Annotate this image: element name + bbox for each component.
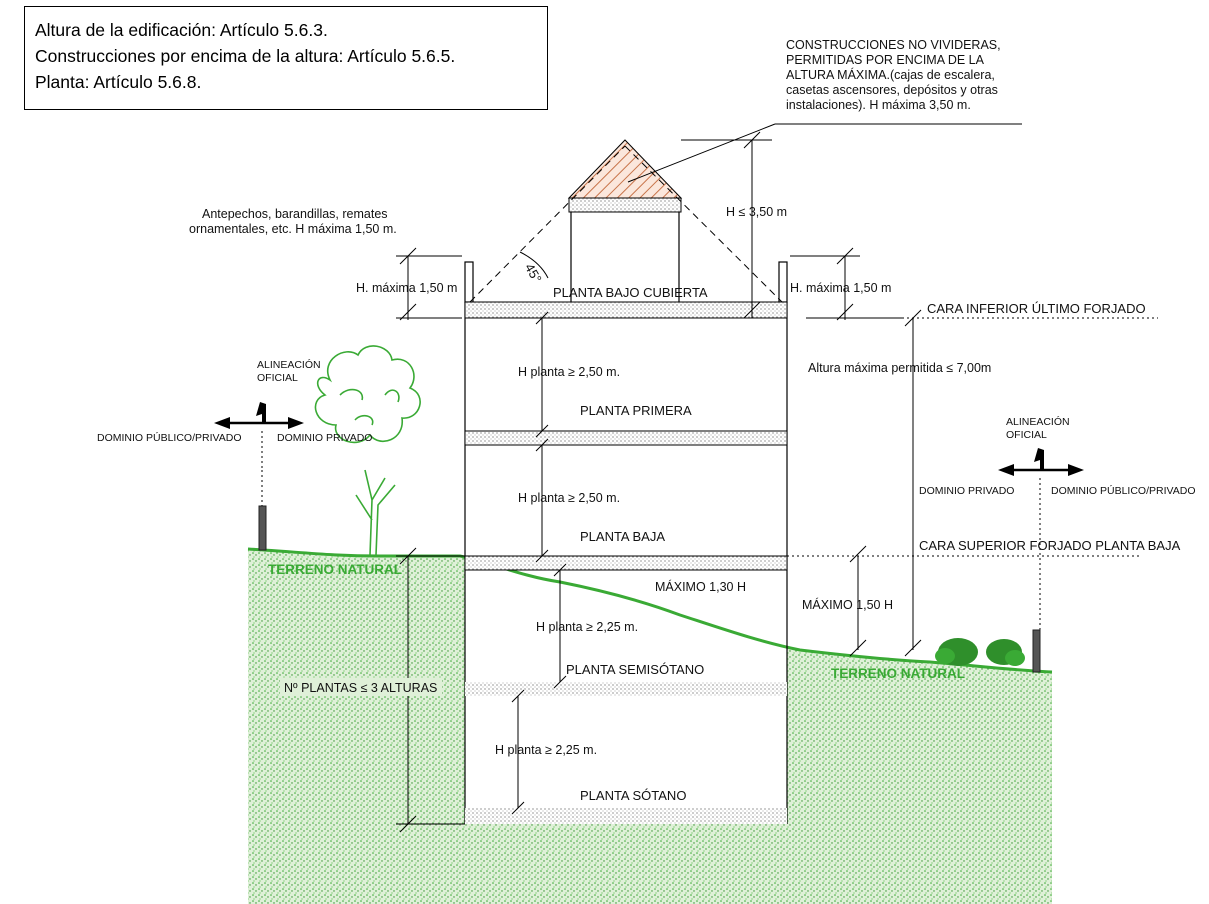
dim-parapet-right-tick-bottom xyxy=(836,303,854,321)
dim-h-primera-tick-bottom xyxy=(535,424,549,438)
alignment-right-privado: DOMINIO PRIVADO xyxy=(919,485,1014,497)
alignment-left-title-1: ALINEACIÓN xyxy=(257,358,321,371)
alignment-right-symbol xyxy=(998,448,1084,673)
slab-primera xyxy=(464,430,788,446)
cara-superior-label: CARA SUPERIOR FORJADO PLANTA BAJA xyxy=(919,538,1181,553)
dim-h-baja-tick-top xyxy=(535,438,549,452)
alignment-left-publico: DOMINIO PÚBLICO/PRIVADO xyxy=(97,431,242,444)
roof-note: CONSTRUCCIONES NO VIVIDERAS, PERMITIDAS … xyxy=(786,38,1001,112)
floor-baja: PLANTA BAJA xyxy=(580,529,665,544)
dim-max-150-tick-bottom xyxy=(849,639,867,657)
h-semisotano-label: H planta ≥ 2,25 m. xyxy=(536,620,638,634)
fence-post-left xyxy=(258,505,267,551)
envelope-line-right xyxy=(624,145,783,303)
parapet-note-line-2: ornamentales, etc. H máxima 1,50 m. xyxy=(189,222,397,236)
dim-h-primera-tick-top xyxy=(535,311,549,325)
maximo-130-label: MÁXIMO 1,30 H xyxy=(655,579,746,594)
parapet-right xyxy=(778,261,788,303)
alignment-right-publico: DOMINIO PÚBLICO/PRIVADO xyxy=(1051,484,1196,497)
angle-arc xyxy=(519,251,549,279)
maximo-150-label: MÁXIMO 1,50 H xyxy=(802,597,893,612)
parapet-left xyxy=(464,261,474,303)
parapet-note: Antepechos, barandillas, remates ornamen… xyxy=(189,207,397,236)
parapet-right-label: H. máxima 1,50 m xyxy=(790,281,891,295)
dim-h-sotano-tick-top xyxy=(511,689,525,703)
roof-note-leader xyxy=(627,123,776,183)
dim-roof-height-tick-bottom xyxy=(743,301,761,319)
floor-primera: PLANTA PRIMERA xyxy=(580,403,692,418)
envelope-line-left xyxy=(469,145,626,303)
n-plantas-label-bg xyxy=(280,678,442,696)
roof-note-line-1: CONSTRUCCIONES NO VIVIDERAS, xyxy=(786,38,1001,52)
slab-sotano xyxy=(465,808,787,824)
roof-height-label: H ≤ 3,50 m xyxy=(726,205,787,219)
article-reference-box: Altura de la edificación: Artículo 5.6.3… xyxy=(24,6,548,110)
dim-parapet-left-tick-bottom xyxy=(399,303,417,321)
dim-h-semisotano-tick-bottom xyxy=(553,675,567,689)
parapet-left-label: H. máxima 1,50 m xyxy=(356,281,457,295)
roof-note-line-3: ALTURA MÁXIMA.(cajas de escalera, xyxy=(786,67,995,82)
altura-maxima-label: Altura máxima permitida ≤ 7,00m xyxy=(808,361,991,375)
angle-label: 45° xyxy=(522,261,545,286)
floor-bajo-cubierta: PLANTA BAJO CUBIERTA xyxy=(553,285,708,300)
roof-note-line-2: PERMITIDAS POR ENCIMA DE LA xyxy=(786,53,985,67)
cara-inferior-label: CARA INFERIOR ÚLTIMO FORJADO xyxy=(927,301,1146,316)
alignment-left-title-2: OFICIAL xyxy=(257,372,298,384)
legend-line-1: Altura de la edificación: Artículo 5.6.3… xyxy=(35,20,328,40)
dim-h-baja-tick-bottom xyxy=(535,549,549,563)
fence-post-right xyxy=(1032,629,1041,673)
terreno-natural-right: TERRENO NATURAL xyxy=(831,666,965,681)
roof-construction xyxy=(567,139,683,199)
h-primera-label: H planta ≥ 2,50 m. xyxy=(518,365,620,379)
dim-max-150-tick-top xyxy=(849,545,867,563)
tree-icon xyxy=(314,345,421,556)
dim-max-height-tick-bottom xyxy=(904,639,922,657)
roof-note-line-4: casetas ascensores, depósitos y otras xyxy=(786,83,998,97)
alignment-right-title-1: ALINEACIÓN xyxy=(1006,415,1070,428)
terrain-line xyxy=(247,547,1053,674)
dim-h-sotano-tick-bottom xyxy=(511,801,525,815)
roof-construction-slab xyxy=(568,197,682,213)
n-plantas-label: Nº PLANTAS ≤ 3 ALTURAS xyxy=(284,681,437,695)
bush-icon xyxy=(935,638,1025,666)
roof-note-line-5: instalaciones). H máxima 3,50 m. xyxy=(786,98,971,112)
floor-semisotano: PLANTA SEMISÓTANO xyxy=(566,662,704,677)
legend-line-3: Planta: Artículo 5.6.8. xyxy=(35,72,202,92)
alignment-left-symbol xyxy=(214,402,304,551)
slab-semisotano xyxy=(465,682,787,696)
legend-line-2: Construcciones por encima de la altura: … xyxy=(35,46,456,66)
h-baja-label: H planta ≥ 2,50 m. xyxy=(518,491,620,505)
terreno-natural-left: TERRENO NATURAL xyxy=(268,562,402,577)
parapet-note-line-1: Antepechos, barandillas, remates xyxy=(202,207,388,221)
alignment-left-privado: DOMINIO PRIVADO xyxy=(277,432,372,444)
dim-h-semisotano-tick-top xyxy=(553,563,567,577)
alignment-right-title-2: OFICIAL xyxy=(1006,429,1047,441)
floor-sotano: PLANTA SÓTANO xyxy=(580,788,686,803)
slab-roof xyxy=(464,301,788,319)
slab-baja xyxy=(464,555,788,571)
h-sotano-label: H planta ≥ 2,25 m. xyxy=(495,743,597,757)
